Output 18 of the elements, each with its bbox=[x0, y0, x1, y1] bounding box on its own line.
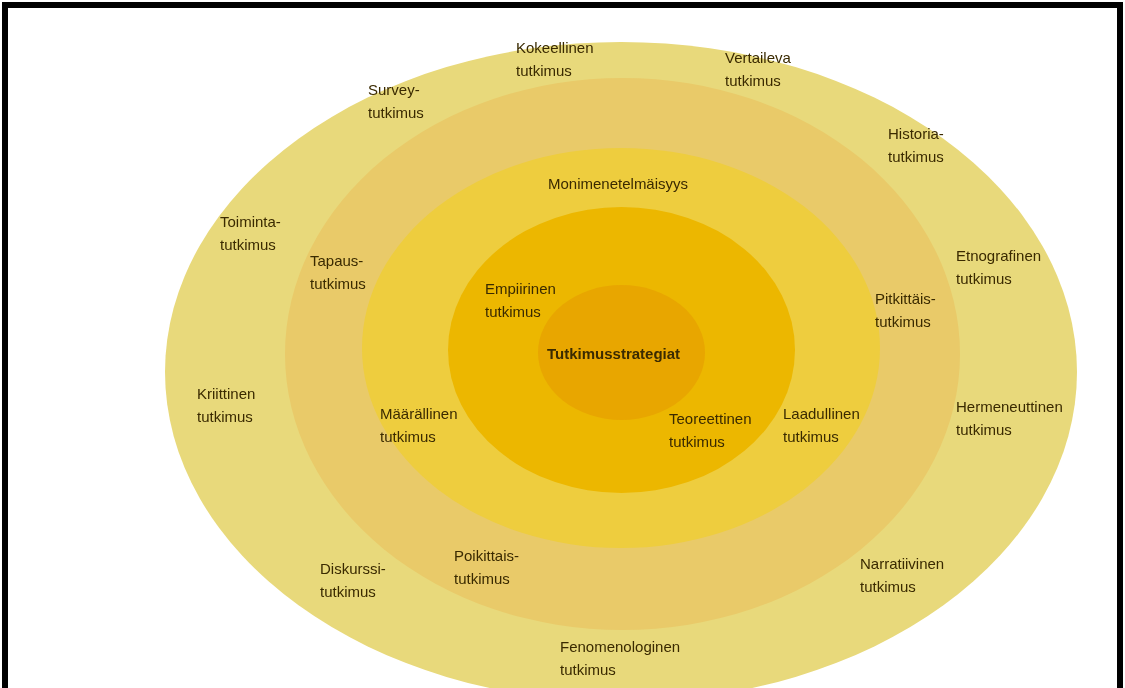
strategy-label: Hermeneuttinen tutkimus bbox=[956, 397, 1063, 440]
strategy-label: Etnografinen tutkimus bbox=[956, 246, 1042, 289]
strategy-label: Tapaus-tutkimus bbox=[310, 251, 366, 294]
strategy-label: Määrällinen tutkimus bbox=[380, 404, 458, 447]
strategy-label: Laadullinen tutkimus bbox=[783, 404, 860, 447]
strategy-label: Pitkittäis-tutkimus bbox=[875, 289, 936, 332]
strategy-label: Monimenetelmäisyys bbox=[548, 174, 689, 194]
strategy-label: Fenomenologinen tutkimus bbox=[560, 637, 681, 680]
strategy-label: Toiminta-tutkimus bbox=[220, 212, 281, 255]
strategy-label: Kokeellinen tutkimus bbox=[516, 38, 594, 81]
strategy-label: Empiirinen tutkimus bbox=[485, 279, 556, 322]
strategy-label: Narratiivinen tutkimus bbox=[860, 554, 945, 597]
ellipse-ring bbox=[165, 42, 1077, 688]
strategy-label: Diskurssi-tutkimus bbox=[320, 559, 386, 602]
strategy-label: Teoreettinen tutkimus bbox=[669, 409, 752, 452]
strategy-label: Kriittinen tutkimus bbox=[197, 384, 256, 427]
center-title: Tutkimusstrategiat bbox=[547, 344, 681, 364]
strategy-label: Poikittais-tutkimus bbox=[454, 546, 520, 589]
